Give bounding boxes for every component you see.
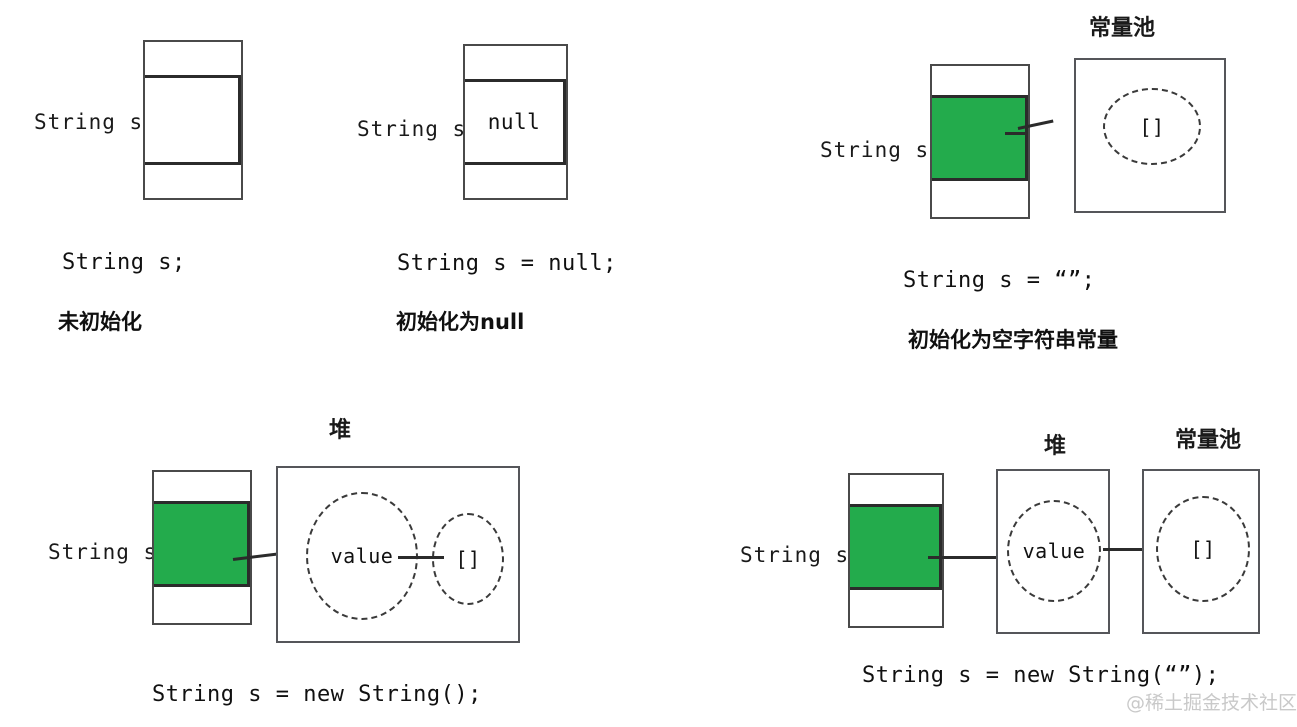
slot-cell-top [465,46,566,79]
stack-slot-empty-literal [930,64,1030,219]
object-char-array-pool: [] [1103,88,1201,165]
slot-cell-top [154,472,250,501]
region-box-constant-pool: [] [1142,469,1260,634]
object-label: [] [1190,537,1216,561]
code-caption-new-string: String s = new String(); [152,682,482,707]
stack-slot-uninitialized [143,40,243,200]
variable-label-uninitialized: String s [34,110,144,134]
region-title-heap: 堆 [328,418,351,443]
cn-caption-empty-literal: 初始化为空字符串常量 [908,328,1118,352]
variable-label-new-string: String s [48,540,158,564]
cn-caption-null: 初始化为null [396,310,525,334]
cn-caption-uninitialized: 未初始化 [58,310,142,334]
stack-slot-null: null [463,44,568,200]
code-caption-empty-literal: String s = “”; [903,268,1096,293]
region-box-constant-pool: [] [1074,58,1226,213]
region-title-constant-pool: 常量池 [1174,428,1241,453]
variable-label-empty-literal: String s [820,138,930,162]
reference-connector-slot-to-heap [928,556,1014,559]
object-label: [] [455,547,481,571]
code-caption-uninitialized: String s; [62,250,186,275]
slot-cell-top [932,66,1028,95]
slot-cell-bottom [145,165,241,198]
slot-cell-top [145,42,241,75]
region-title-constant-pool: 常量池 [1088,16,1155,41]
object-char-array-pool: [] [1156,496,1250,602]
slot-cell-value-filled [850,504,942,590]
region-box-heap: value [] [276,466,520,643]
object-value-heap: value [1007,500,1101,602]
object-label: [] [1139,114,1165,139]
stack-slot-new-string [152,470,252,625]
slot-cell-value [145,75,241,165]
slot-cell-bottom [465,165,566,198]
slot-cell-value-filled [154,501,250,587]
variable-label-null: String s [357,117,467,141]
reference-connector-value-to-array [398,556,444,559]
slot-cell-bottom [850,590,942,626]
slot-cell-top [850,475,942,504]
slot-cell-value-filled [932,95,1028,181]
object-label: value [1022,539,1086,563]
region-box-heap: value [996,469,1110,634]
region-title-heap: 堆 [1043,434,1066,459]
code-caption-new-string-literal: String s = new String(“”); [862,663,1220,688]
slot-cell-bottom [932,181,1028,217]
reference-stub [1005,132,1027,135]
slot-cell-value: null [465,79,566,165]
object-label: value [330,544,394,568]
slot-value-text: null [487,110,541,134]
stack-slot-new-string-literal [848,473,944,628]
reference-connector-heap-to-pool [1103,548,1155,551]
slot-cell-bottom [154,587,250,623]
object-value-heap: value [306,492,418,620]
variable-label-new-string-literal: String s [740,543,850,567]
object-char-array-heap: [] [432,513,504,605]
code-caption-null: String s = null; [397,251,617,276]
site-watermark: @稀土掘金技术社区 [1126,692,1297,714]
